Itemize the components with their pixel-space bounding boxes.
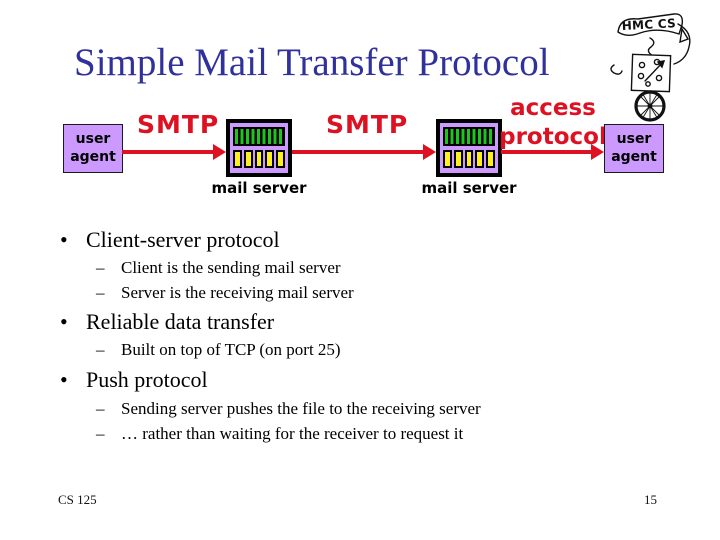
sub-bullet-marker: – [96, 424, 105, 443]
bullet-marker: • [60, 367, 68, 392]
bullet-label: Client-server protocol [86, 227, 280, 252]
sub-bullet-label: Sending server pushes the file to the re… [121, 399, 481, 418]
sub-bullet-label: Client is the sending mail server [121, 258, 341, 277]
bullet-marker: • [60, 309, 68, 334]
bullet-item: • Client-server protocol [60, 227, 280, 253]
server-disk-icon [265, 150, 275, 168]
smtp-label-1: SMTP [137, 110, 220, 139]
user-agent-box-right: user agent [604, 124, 664, 173]
smtp-label-2: SMTP [326, 110, 409, 139]
mail-server-icon-1 [226, 119, 292, 177]
mail-server-label-2: mail server [421, 179, 517, 197]
hmc-cs-logo: HMC CS [610, 13, 691, 122]
sub-bullet-item: – Client is the sending mail server [96, 258, 341, 278]
bullet-label: Push protocol [86, 367, 208, 392]
access-protocol-arrow [501, 144, 604, 160]
sub-bullet-item: – Server is the receiving mail server [96, 283, 354, 303]
smtp-arrow-1 [122, 144, 226, 160]
bullet-item: • Reliable data transfer [60, 309, 274, 335]
sub-bullet-marker: – [96, 258, 105, 277]
smtp-arrow-2 [292, 144, 436, 160]
sub-bullet-marker: – [96, 340, 105, 359]
server-disk-icon [475, 150, 485, 168]
bullet-label: Reliable data transfer [86, 309, 275, 334]
server-disk-icon [243, 150, 253, 168]
server-grill-icon [443, 127, 495, 146]
bullet-marker: • [60, 227, 68, 252]
sub-bullet-item: – Built on top of TCP (on port 25) [96, 340, 341, 360]
server-disk-row [233, 150, 285, 168]
footer-course-label: CS 125 [58, 492, 97, 507]
sub-bullet-marker: – [96, 283, 105, 302]
server-disk-icon [443, 150, 452, 168]
sub-bullet-item: – … rather than waiting for the receiver… [96, 424, 463, 444]
server-disk-icon [453, 150, 463, 168]
sub-bullet-label: … rather than waiting for the receiver t… [121, 424, 464, 443]
server-disk-icon [276, 150, 285, 168]
logo-text: HMC CS [621, 16, 676, 33]
mail-server-icon-2 [436, 119, 502, 177]
server-disk-icon [254, 150, 264, 168]
sub-bullet-marker: – [96, 399, 105, 418]
page-number: 15 [644, 492, 657, 507]
user-agent-box-left: user agent [63, 124, 123, 173]
server-disk-icon [233, 150, 242, 168]
sub-bullet-label: Built on top of TCP (on port 25) [121, 340, 341, 359]
access-protocol-label: access protocol [499, 95, 607, 150]
server-disk-row [443, 150, 495, 168]
sub-bullet-label: Server is the receiving mail server [121, 283, 354, 302]
server-disk-icon [464, 150, 474, 168]
server-grill-icon [233, 127, 285, 146]
slide-title: Simple Mail Transfer Protocol [74, 41, 550, 84]
sub-bullet-item: – Sending server pushes the file to the … [96, 399, 481, 419]
server-disk-icon [486, 150, 495, 168]
mail-server-label-1: mail server [211, 179, 307, 197]
bullet-item: • Push protocol [60, 367, 208, 393]
